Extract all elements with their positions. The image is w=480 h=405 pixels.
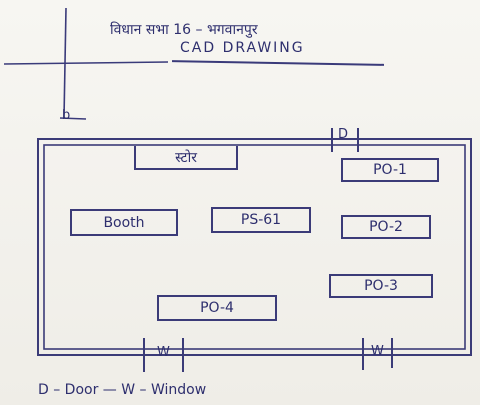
room-po1: PO-1 — [341, 158, 439, 182]
inner-wall — [43, 144, 466, 350]
legend-text: D – Door — W – Window — [38, 382, 207, 398]
drawing-title: CAD DRAWING — [180, 40, 305, 56]
window-mark-right: W — [371, 344, 384, 359]
window-mark-left: W — [157, 345, 170, 360]
axis-tick — [59, 117, 87, 120]
room-ps61: PS-61 — [211, 207, 311, 233]
door-mark: D — [338, 127, 349, 142]
room-booth: Booth — [70, 209, 178, 236]
room-po3: PO-3 — [329, 274, 433, 298]
outer-wall — [37, 138, 472, 356]
room-store: स्टोर — [134, 146, 238, 170]
axis-letter: b — [62, 108, 71, 123]
constituency-heading: विधान सभा 16 – भगवानपुर — [110, 22, 258, 38]
room-po2: PO-2 — [341, 215, 431, 239]
room-po4: PO-4 — [157, 295, 277, 321]
horizontal-axis-line — [3, 61, 169, 65]
